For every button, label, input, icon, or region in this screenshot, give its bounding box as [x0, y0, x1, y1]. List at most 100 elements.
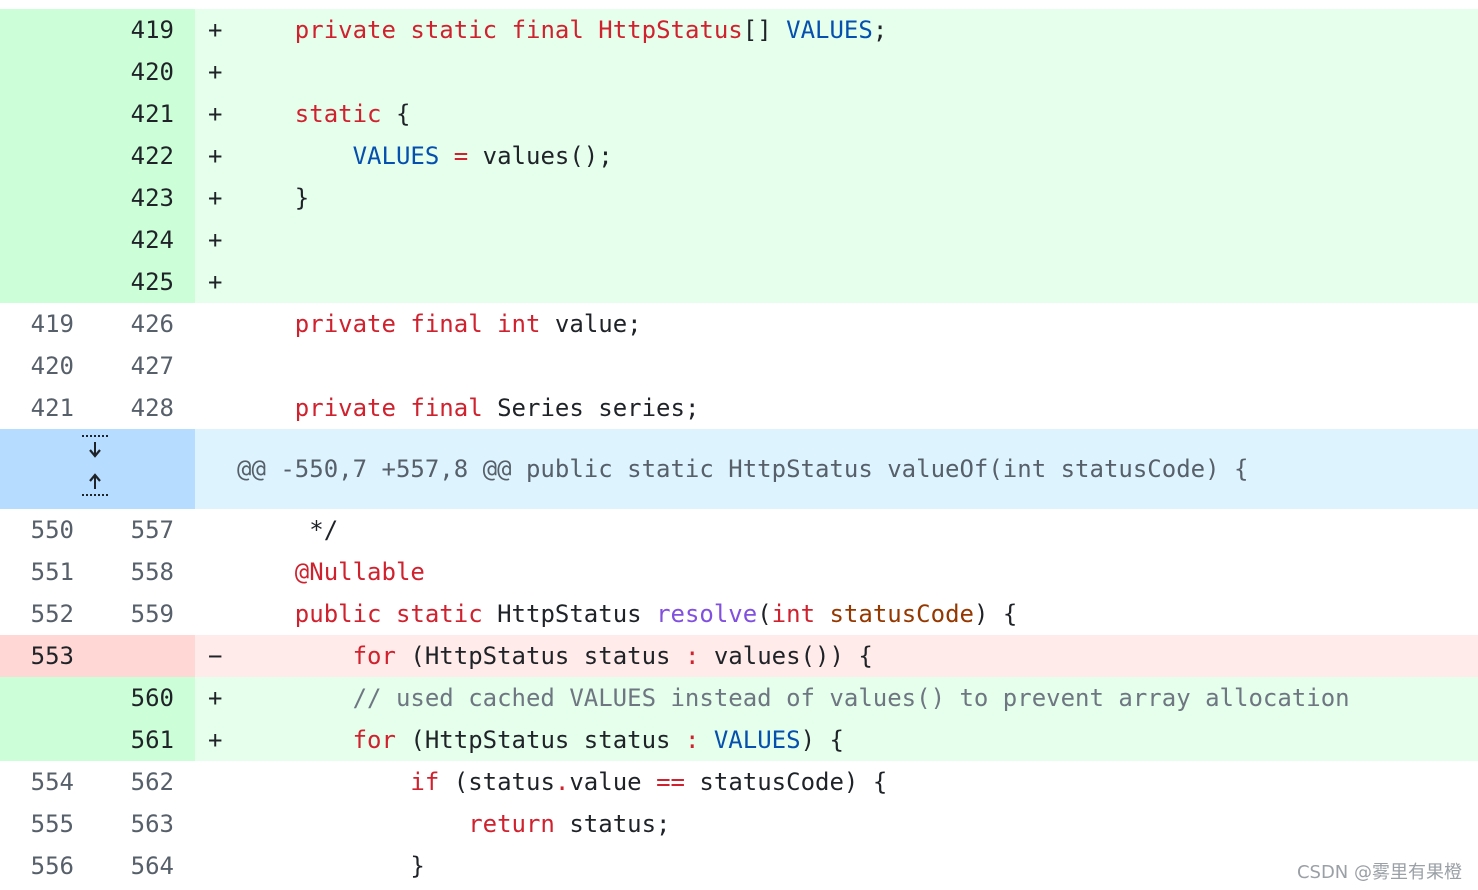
old-line-number[interactable]: 551 [0, 551, 96, 593]
new-line-number[interactable]: 425 [96, 261, 195, 303]
hunk-header-text: @@ -550,7 +557,8 @@ public static HttpSt… [195, 429, 1478, 509]
old-line-number[interactable]: 554 [30, 768, 74, 796]
new-line-number[interactable]: 563 [130, 810, 174, 838]
code-line: */ [309, 516, 339, 544]
code-line [237, 219, 1478, 261]
old-line-number [0, 219, 96, 261]
code-line: if (status.value == statusCode) { [410, 768, 888, 796]
diff-line-added[interactable]: 422 + VALUES = values(); [0, 135, 1478, 177]
code-line: private final int value; [294, 310, 642, 338]
code-line: private static final HttpStatus[] VALUES… [237, 9, 1478, 51]
code-line: } [410, 852, 425, 880]
diff-marker-minus: − [195, 635, 237, 677]
code-line: public static HttpStatus resolve(int sta… [294, 600, 1018, 628]
code-line: private final Series series; [294, 394, 700, 422]
diff-marker-plus: + [195, 719, 237, 761]
code-line [237, 345, 1478, 387]
new-line-number[interactable]: 421 [96, 93, 195, 135]
hunk-header: @@ -550,7 +557,8 @@ public static HttpSt… [0, 429, 1478, 509]
diff-line-context[interactable]: 421 428 private final Series series; [0, 387, 1478, 429]
code-line: for (HttpStatus status : VALUES) { [237, 719, 1478, 761]
diff-marker-plus: + [195, 177, 237, 219]
diff-marker-none [195, 845, 237, 887]
diff-line-context[interactable]: 554 562 if (status.value == statusCode) … [0, 761, 1478, 803]
diff-marker-none [195, 303, 237, 345]
diff-line-added[interactable]: 419 + private static final HttpStatus[] … [0, 9, 1478, 51]
old-line-number[interactable]: 550 [0, 509, 96, 551]
old-line-number [0, 261, 96, 303]
diff-marker-none [195, 761, 237, 803]
old-line-number[interactable]: 420 [30, 352, 74, 380]
diff-marker-none [195, 803, 237, 845]
code-line: @Nullable [294, 558, 425, 586]
code-line: VALUES = values(); [237, 135, 1478, 177]
diff-line-added[interactable]: 425 + [0, 261, 1478, 303]
code-line: // used cached VALUES instead of values(… [237, 677, 1478, 719]
diff-marker-plus: + [195, 261, 237, 303]
new-line-number[interactable]: 423 [96, 177, 195, 219]
old-line-number [0, 51, 96, 93]
code-line [237, 51, 1478, 93]
diff-marker-none [195, 509, 237, 551]
diff-marker-none [195, 593, 237, 635]
old-line-number[interactable]: 421 [30, 394, 74, 422]
hunk-expander[interactable] [0, 429, 195, 509]
new-line-number[interactable]: 558 [130, 558, 174, 586]
diff-line-context[interactable]: 550 557 */ [0, 509, 1478, 551]
diff-marker-none [195, 387, 237, 429]
diff-marker-plus: + [195, 51, 237, 93]
watermark: CSDN @雾里有果橙 [1296, 862, 1462, 883]
new-line-number[interactable]: 420 [96, 51, 195, 93]
old-line-number [0, 177, 96, 219]
old-line-number[interactable]: 553 [0, 635, 96, 677]
diff-line-context[interactable]: 555 563 return status; [0, 803, 1478, 845]
diff-line-deleted[interactable]: 553 − for (HttpStatus status : values())… [0, 635, 1478, 677]
new-line-number[interactable]: 560 [96, 677, 195, 719]
diff-line-added[interactable]: 560 + // used cached VALUES instead of v… [0, 677, 1478, 719]
old-line-number[interactable]: 552 [0, 593, 96, 635]
new-line-number[interactable]: 428 [130, 394, 174, 422]
diff-line-added[interactable]: 423 + } [0, 177, 1478, 219]
code-line [237, 261, 1478, 303]
old-line-number[interactable]: 556 [30, 852, 74, 880]
old-line-number [0, 93, 96, 135]
new-line-number[interactable]: 426 [130, 310, 174, 338]
new-line-number[interactable]: 559 [130, 600, 174, 628]
code-line: } [237, 177, 1478, 219]
diff-marker-plus: + [195, 93, 237, 135]
diff-line-added[interactable]: 421 + static { [0, 93, 1478, 135]
diff-line-context[interactable]: 552 559 public static HttpStatus resolve… [0, 593, 1478, 635]
old-line-number [0, 9, 96, 51]
diff-marker-plus: + [195, 9, 237, 51]
diff-marker-none [195, 345, 237, 387]
new-line-number[interactable]: 419 [96, 9, 195, 51]
new-line-number[interactable]: 562 [130, 768, 174, 796]
old-line-number [0, 719, 96, 761]
new-line-number[interactable]: 561 [96, 719, 195, 761]
diff-line-added[interactable]: 424 + [0, 219, 1478, 261]
diff-line-context[interactable]: 551 558 @Nullable [0, 551, 1478, 593]
diff-line-context[interactable]: 419 426 private final int value; [0, 303, 1478, 345]
code-line: static { [237, 93, 1478, 135]
expand-up-icon[interactable] [80, 469, 110, 499]
code-line: return status; [468, 810, 671, 838]
diff-line-added[interactable]: 420 + [0, 51, 1478, 93]
new-line-number[interactable]: 422 [96, 135, 195, 177]
new-line-number[interactable]: 557 [130, 516, 174, 544]
diff-line-added[interactable]: 561 + for (HttpStatus status : VALUES) { [0, 719, 1478, 761]
diff-marker-plus: + [195, 677, 237, 719]
old-line-number [0, 135, 96, 177]
diff-line-context[interactable]: 556 564 } [0, 845, 1478, 887]
diff-view: 419 + private static final HttpStatus[] … [0, 9, 1478, 887]
new-line-number[interactable]: 564 [130, 852, 174, 880]
diff-marker-plus: + [195, 219, 237, 261]
new-line-number[interactable]: 427 [130, 352, 174, 380]
diff-line-context[interactable]: 420 427 [0, 345, 1478, 387]
old-line-number [0, 677, 96, 719]
expand-down-icon[interactable] [80, 433, 110, 463]
new-line-number [96, 635, 195, 677]
old-line-number[interactable]: 419 [30, 310, 74, 338]
old-line-number[interactable]: 555 [30, 810, 74, 838]
new-line-number[interactable]: 424 [96, 219, 195, 261]
diff-marker-plus: + [195, 135, 237, 177]
